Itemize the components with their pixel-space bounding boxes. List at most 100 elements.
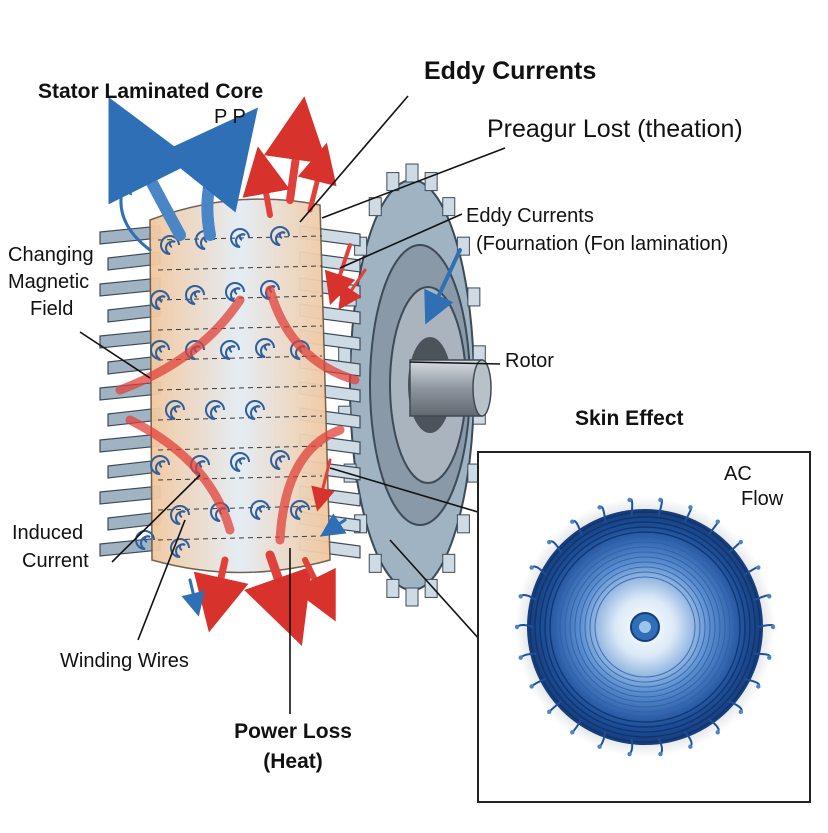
strand-tip bbox=[738, 709, 744, 715]
eddy-swirl bbox=[160, 235, 180, 255]
eddy-swirl bbox=[205, 400, 225, 420]
winding-wires-label: Winding Wires bbox=[60, 650, 189, 672]
eddy-swirl bbox=[150, 290, 170, 310]
end-tooth bbox=[456, 514, 470, 534]
end-tooth bbox=[424, 578, 438, 598]
lamination-line bbox=[157, 445, 323, 451]
strand-tip bbox=[529, 684, 534, 689]
stator-tooth bbox=[99, 537, 161, 557]
heat-flux-arrows bbox=[108, 96, 462, 646]
eddy-swirl bbox=[170, 538, 190, 558]
strand-tip bbox=[518, 655, 523, 660]
skin-current-rings bbox=[529, 511, 761, 743]
ac-flow-label-1: AC bbox=[724, 463, 752, 485]
skin-wire-strands bbox=[514, 497, 776, 757]
lamination-line bbox=[157, 505, 323, 511]
eddy-currents-side-sublabel: (Fournation (Fon lamination) bbox=[476, 233, 729, 255]
current-ring bbox=[579, 561, 711, 693]
induced-current-label-2: Current bbox=[22, 550, 89, 572]
eddy-swirl bbox=[150, 455, 170, 475]
eddy-swirl bbox=[270, 226, 290, 246]
strand-tip bbox=[658, 751, 663, 757]
current-ring bbox=[549, 531, 741, 723]
current-ring bbox=[589, 571, 701, 683]
induced-current-label-1: Induced bbox=[12, 522, 84, 544]
strand-tip bbox=[514, 624, 520, 630]
strand-tip bbox=[518, 594, 523, 599]
eddy-swirl bbox=[245, 400, 265, 420]
strand-tip bbox=[715, 730, 720, 735]
laminated-core-body bbox=[135, 198, 331, 574]
strand-tip bbox=[546, 709, 552, 715]
strand-tip bbox=[770, 624, 776, 630]
eddy-swirl bbox=[185, 285, 205, 305]
rotor-label: Rotor bbox=[505, 350, 554, 372]
lamination-line bbox=[157, 385, 323, 391]
strand-tip bbox=[658, 497, 663, 503]
current-ring bbox=[594, 576, 696, 678]
eddy-swirl bbox=[135, 530, 155, 550]
strand-tip bbox=[767, 655, 772, 660]
preagur-lost-label: Preagur Lost (theation) bbox=[487, 115, 743, 143]
pp-label: P P bbox=[214, 106, 246, 128]
current-ring bbox=[564, 546, 726, 708]
skin-effect-title: Skin Effect bbox=[575, 407, 684, 430]
changing-field-label-1: Changing bbox=[8, 244, 94, 266]
eddy-swirl bbox=[225, 282, 245, 302]
current-ring bbox=[539, 521, 751, 733]
skin-effect-cross-section bbox=[477, 451, 811, 803]
current-ring bbox=[569, 551, 721, 703]
current-ring bbox=[534, 516, 756, 738]
eddy-swirl bbox=[250, 500, 270, 520]
ac-flow-label-2: Flow bbox=[741, 488, 784, 510]
power-loss-sublabel: (Heat) bbox=[263, 750, 323, 773]
eddy-swirl bbox=[165, 400, 185, 420]
end-tooth bbox=[442, 553, 456, 573]
eddy-swirl bbox=[170, 505, 190, 525]
eddy-swirl bbox=[230, 228, 250, 248]
lamination-line bbox=[157, 535, 323, 541]
eddy-swirl bbox=[220, 340, 240, 360]
strand-tip bbox=[627, 497, 632, 503]
eddy-swirl bbox=[255, 338, 275, 358]
end-tooth bbox=[467, 287, 481, 307]
strand-tip bbox=[756, 565, 761, 570]
strand-tip bbox=[756, 684, 761, 689]
end-tooth bbox=[405, 163, 419, 183]
strand-tip bbox=[597, 505, 602, 510]
end-tooth bbox=[442, 197, 456, 217]
strand-tip bbox=[715, 519, 720, 524]
lamination-line bbox=[157, 325, 323, 331]
end-tooth bbox=[386, 172, 400, 192]
eddy-currents-title: Eddy Currents bbox=[424, 57, 597, 85]
strand-tip bbox=[570, 730, 575, 735]
current-ring bbox=[554, 536, 736, 718]
strand-tip bbox=[688, 744, 693, 749]
eddy-currents-side-label: Eddy Currents bbox=[466, 205, 594, 227]
strand-tip bbox=[738, 539, 744, 545]
eddy-swirl bbox=[230, 452, 250, 472]
strand-tip bbox=[529, 565, 534, 570]
lamination-line bbox=[157, 265, 323, 271]
eddy-swirl bbox=[270, 450, 290, 470]
strand-tip bbox=[688, 505, 693, 510]
current-ring bbox=[584, 566, 706, 688]
eddy-swirl bbox=[150, 340, 170, 360]
lamination-line bbox=[157, 415, 323, 421]
changing-field-label-3: Field bbox=[30, 298, 74, 320]
end-tooth bbox=[405, 587, 419, 607]
current-ring bbox=[559, 541, 731, 713]
strand-tip bbox=[627, 751, 632, 757]
rotor-shaft bbox=[409, 359, 492, 417]
current-ring bbox=[574, 556, 716, 698]
end-tooth bbox=[368, 197, 382, 217]
end-tooth bbox=[368, 553, 382, 573]
strand-tip bbox=[597, 744, 602, 749]
changing-field-label-2: Magnetic bbox=[8, 271, 90, 293]
stator-core-label: Stator Laminated Core bbox=[38, 80, 264, 103]
eddy-swirl bbox=[290, 500, 310, 520]
end-tooth bbox=[386, 578, 400, 598]
strand-tip bbox=[546, 539, 552, 545]
